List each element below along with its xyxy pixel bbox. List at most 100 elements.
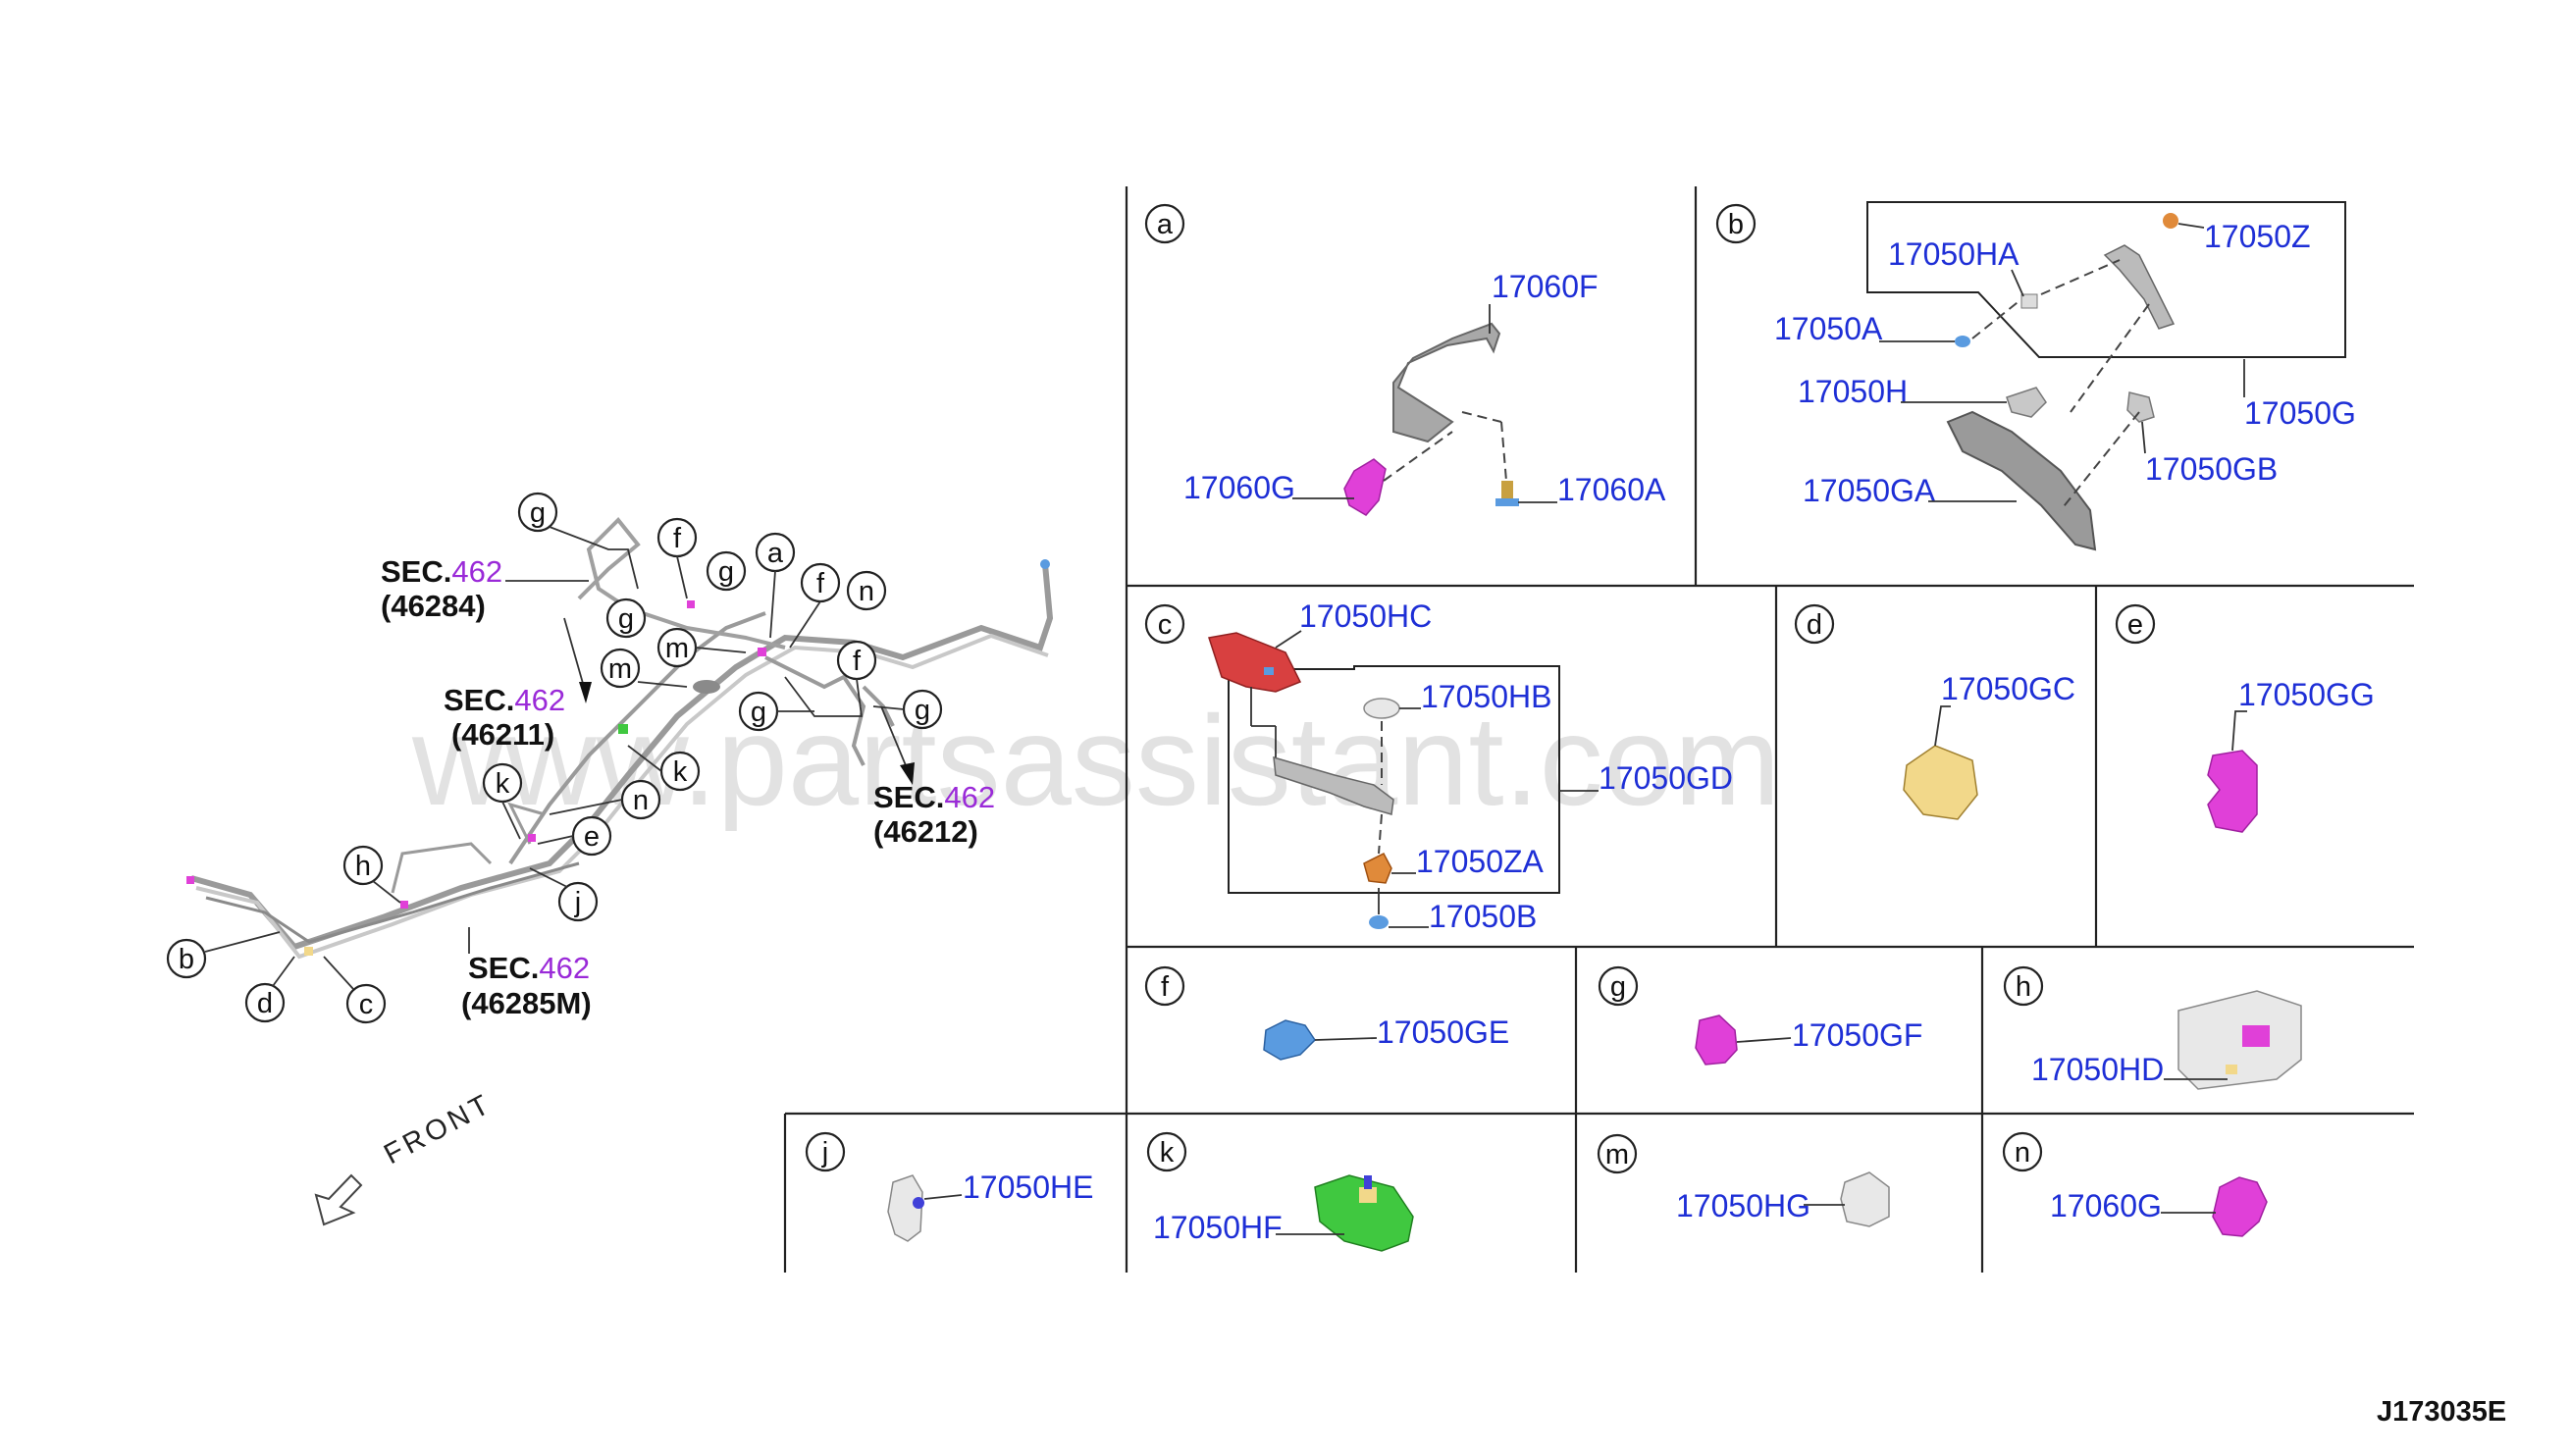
part-number: 17060F: [1492, 269, 1599, 304]
svg-text:h: h: [2016, 971, 2031, 1003]
svg-text:e: e: [584, 821, 600, 853]
part-number: 17050HE: [963, 1170, 1093, 1205]
part-number: 17050GA: [1803, 473, 1936, 508]
callout: j: [557, 881, 599, 922]
bracket-icon: [1273, 755, 1394, 815]
part-number: 17050B: [1429, 899, 1537, 934]
part-number: 17050GC: [1941, 671, 2075, 706]
svg-text:c: c: [359, 989, 374, 1020]
svg-text:g: g: [751, 697, 766, 728]
callout: h: [342, 845, 384, 886]
front-label: FRONT: [379, 1088, 498, 1171]
clip-icon: [2207, 750, 2258, 833]
svg-text:d: d: [257, 988, 273, 1019]
svg-text:(46284): (46284): [381, 589, 486, 623]
part-number: 17050HA: [1888, 236, 2019, 272]
callout: c: [345, 983, 387, 1024]
screw-icon: [1955, 336, 1970, 347]
clip-icon: [2212, 1176, 2268, 1237]
shield-plate-icon: [1946, 410, 2097, 551]
nut-icon: [1363, 853, 1392, 884]
callout: f: [800, 562, 841, 603]
callout: m: [656, 627, 698, 668]
part-number: 17050GD: [1599, 760, 1733, 796]
clip-icon: [1695, 1014, 1738, 1066]
panel-grid: [783, 186, 2414, 1273]
svg-text:c: c: [1158, 609, 1173, 641]
part-number: 17050GE: [1377, 1014, 1509, 1050]
clip-icon: [1343, 458, 1387, 516]
svg-text:j: j: [574, 887, 581, 918]
panel-h: h 17050HD: [2003, 965, 2302, 1090]
panel-k: k 17050HF: [1146, 1131, 1414, 1252]
svg-text:f: f: [853, 646, 862, 677]
part-number: 17060G: [2050, 1188, 2162, 1223]
svg-text:SEC.462: SEC.462: [444, 683, 565, 717]
part-number: 17050GF: [1792, 1017, 1922, 1053]
diagram-id: J173035E: [2377, 1396, 2506, 1428]
part-number: 17050HF: [1153, 1210, 1283, 1245]
panel-j: j 17050HE: [805, 1131, 1093, 1242]
section-ref-46212: SEC.462 (46212): [873, 705, 995, 849]
svg-text:a: a: [767, 538, 784, 569]
part-number: 17050H: [1798, 374, 1908, 409]
svg-text:g: g: [618, 603, 634, 635]
callout: f: [836, 640, 877, 681]
svg-text:m: m: [665, 633, 689, 664]
svg-text:k: k: [496, 768, 510, 800]
callout: n: [846, 570, 887, 611]
svg-text:n: n: [859, 576, 874, 607]
callout: a: [755, 532, 796, 573]
callout: n: [620, 779, 661, 820]
clip-icon: [887, 1174, 923, 1242]
part-number: 17050HC: [1299, 598, 1432, 634]
grommet-icon: [1363, 698, 1400, 719]
part-number: 17060A: [1557, 472, 1666, 507]
overview-callouts: g f g a f n g m m f g g k k n e h j b d …: [166, 492, 943, 1024]
nut-icon: [2163, 213, 2178, 229]
callout: k: [659, 751, 701, 792]
svg-text:k: k: [673, 756, 688, 788]
svg-text:SEC.462: SEC.462: [381, 554, 502, 589]
callout: f: [656, 517, 698, 558]
panel-d: d 17050GC: [1794, 603, 2075, 820]
clip-icon: [2177, 990, 2302, 1090]
panel-a: a 17060F 17060G 17060A: [1144, 203, 1666, 516]
part-number: 17060G: [1183, 470, 1295, 505]
callout: k: [482, 762, 523, 804]
panel-e: e 17050GG: [2115, 603, 2375, 833]
part-number: 17050HG: [1676, 1188, 1810, 1223]
svg-text:g: g: [530, 497, 546, 529]
svg-text:m: m: [1605, 1139, 1629, 1170]
bracket-icon: [1392, 322, 1501, 443]
svg-text:(46285M): (46285M): [461, 986, 592, 1020]
panel-f: f 17050GE: [1144, 965, 1509, 1061]
panel-g: g 17050GF: [1598, 965, 1922, 1066]
svg-text:(46211): (46211): [451, 717, 554, 752]
callout: g: [706, 550, 747, 592]
svg-text:e: e: [2127, 609, 2143, 641]
svg-text:n: n: [633, 785, 649, 816]
svg-text:g: g: [718, 556, 734, 588]
panel-m: m 17050HG: [1597, 1133, 1890, 1227]
clip-icon: [1263, 1019, 1316, 1061]
part-number: 17050ZA: [1416, 844, 1545, 879]
callout: g: [517, 492, 558, 533]
part-number: 17050A: [1774, 311, 1883, 346]
svg-text:b: b: [1728, 209, 1744, 240]
panel-b: b 17050HA 17050Z 17050A 17050H 17050G 17…: [1715, 201, 2356, 551]
section-ref-46285M: SEC.462 (46285M): [461, 927, 592, 1020]
part-number: 17050HB: [1421, 679, 1551, 714]
callout: g: [902, 689, 943, 730]
part-number: 17050G: [2244, 395, 2356, 431]
svg-text:SEC.462: SEC.462: [873, 780, 995, 814]
svg-text:k: k: [1160, 1137, 1175, 1169]
svg-text:a: a: [1157, 209, 1174, 240]
svg-text:m: m: [608, 653, 632, 685]
clip-icon: [1840, 1171, 1890, 1227]
part-number: 17050GG: [2238, 677, 2375, 712]
part-number: 17050Z: [2204, 219, 2311, 254]
svg-text:g: g: [915, 695, 930, 726]
panel-n: n 17060G: [2002, 1131, 2268, 1237]
